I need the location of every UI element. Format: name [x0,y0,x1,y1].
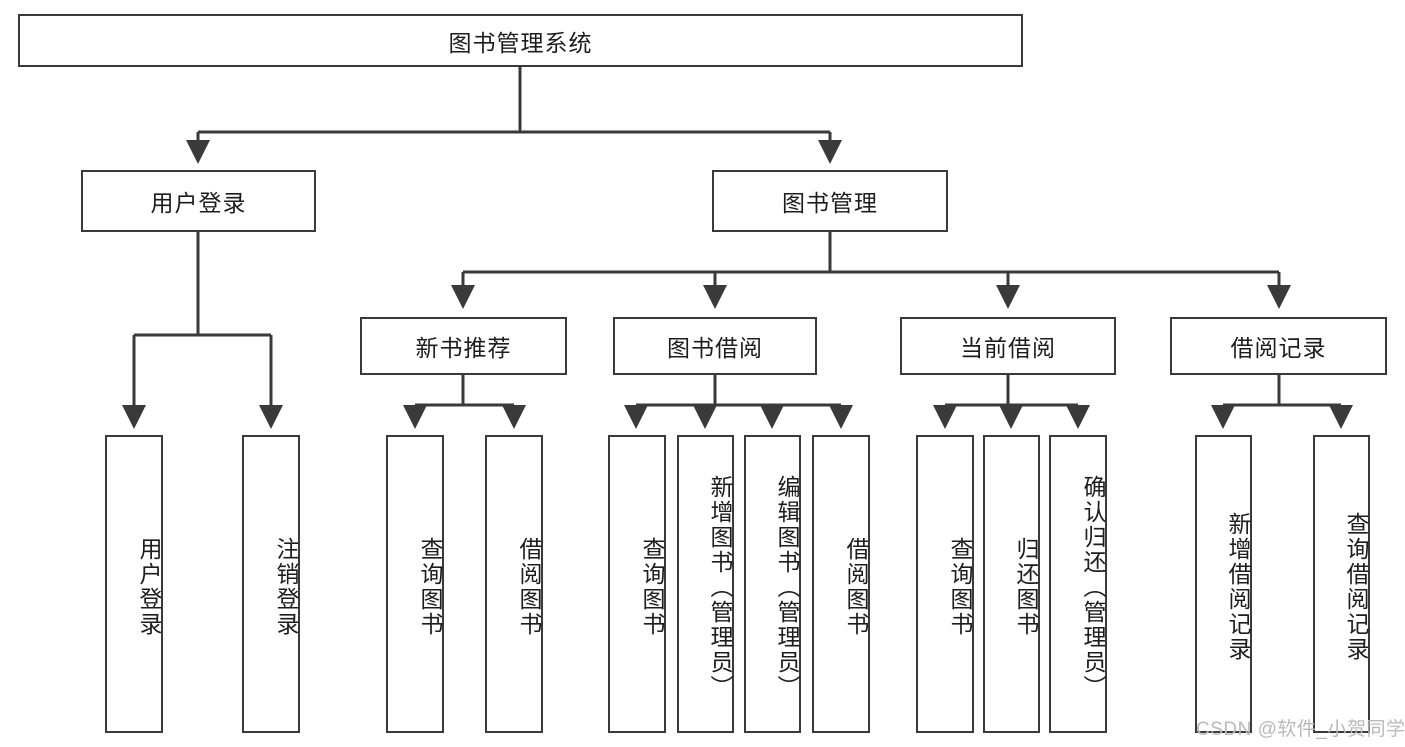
leaf-user-login-logout[interactable]: 注销登录 [242,435,300,733]
leaf-label: 查询图书 [417,537,443,637]
leaf-new-book-borrow[interactable]: 借阅图书 [485,435,543,733]
leaf-borrow-borrow-book[interactable]: 借阅图书 [812,435,870,733]
node-user-login-label: 用户登录 [150,190,247,216]
node-borrow-record[interactable]: 借阅记录 [1170,317,1387,375]
leaf-record-query[interactable]: 查询借阅记录 [1313,435,1370,733]
leaf-label: 注销登录 [273,537,299,637]
leaf-label: 新增图书（管理员） [707,474,733,700]
node-current-borrow[interactable]: 当前借阅 [900,317,1116,375]
leaf-label: 确认归还（管理员） [1080,474,1106,700]
leaf-current-return-book[interactable]: 归还图书 [983,435,1040,733]
node-current-borrow-label: 当前借阅 [960,335,1056,361]
leaf-borrow-query-book[interactable]: 查询图书 [608,435,666,733]
node-book-borrow-label: 图书借阅 [667,335,763,361]
node-book-borrow[interactable]: 图书借阅 [613,317,817,375]
leaf-user-login-login[interactable]: 用户登录 [105,435,163,733]
leaf-borrow-edit-book-admin[interactable]: 编辑图书（管理员） [744,435,801,733]
leaf-new-book-query[interactable]: 查询图书 [386,435,444,733]
csdn-watermark: CSDN @软件_小贺同学 [1196,719,1405,740]
leaf-label: 新增借阅记录 [1225,512,1251,662]
node-new-book-recommend-label: 新书推荐 [415,335,512,361]
leaf-label: 借阅图书 [843,537,869,637]
node-book-management-label: 图书管理 [782,190,878,216]
leaf-label: 查询图书 [947,537,973,637]
leaf-current-confirm-return-admin[interactable]: 确认归还（管理员） [1049,435,1107,733]
node-new-book-recommend[interactable]: 新书推荐 [360,317,567,375]
leaf-label: 借阅图书 [516,537,542,637]
node-book-management[interactable]: 图书管理 [712,170,948,232]
leaf-current-query-book[interactable]: 查询图书 [916,435,974,733]
node-user-login[interactable]: 用户登录 [81,170,316,232]
leaf-label: 查询图书 [639,537,665,637]
leaf-label: 查询借阅记录 [1343,512,1369,662]
leaf-record-add[interactable]: 新增借阅记录 [1195,435,1252,733]
leaf-label: 归还图书 [1013,537,1039,637]
node-root[interactable]: 图书管理系统 [18,14,1023,67]
node-root-label: 图书管理系统 [448,29,593,56]
leaf-borrow-add-book-admin[interactable]: 新增图书（管理员） [677,435,734,733]
node-borrow-record-label: 借阅记录 [1230,335,1327,361]
leaf-label: 编辑图书（管理员） [774,474,800,700]
leaf-label: 用户登录 [136,537,162,637]
